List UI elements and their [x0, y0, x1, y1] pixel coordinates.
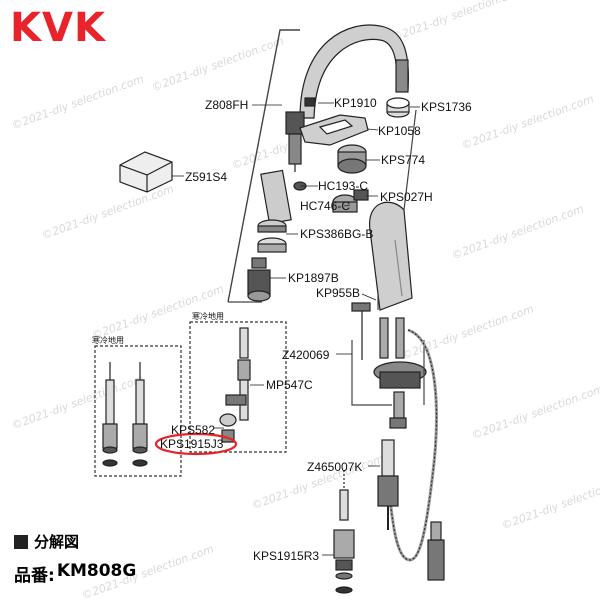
highlight-ellipse — [154, 432, 238, 456]
label-kp1058: KP1058 — [378, 124, 421, 138]
label-kps582: KPS582 — [171, 423, 216, 437]
kp1897b-part — [247, 257, 271, 302]
hc193c-part — [260, 169, 307, 225]
label-kps1915r3: KPS1915R3 — [253, 549, 320, 563]
label-kp1897b: KP1897B — [288, 271, 339, 285]
hc746c-part — [332, 194, 358, 213]
label-kp955b: KP955B — [316, 286, 361, 300]
label-hc193c: HC193-C — [318, 179, 369, 193]
label-mp547c: MP547C — [266, 378, 313, 392]
kps774-part — [337, 144, 367, 174]
kp1910-part — [304, 97, 316, 107]
label-z465007k: Z465007K — [307, 460, 363, 474]
label-kps1915j3: KPS1915J3 — [160, 437, 224, 451]
faucet-body — [227, 29, 417, 311]
label-kps1736: KPS1736 — [421, 100, 472, 114]
label-kp1910: KP1910 — [334, 96, 377, 110]
label-z420069: Z420069 — [282, 348, 330, 362]
kps386bgb-part — [257, 219, 287, 253]
label-cold-region-left: 寒冷地用 — [92, 336, 124, 345]
label-cold-region-right: 寒冷地用 — [192, 312, 224, 321]
model-value: KM808G — [56, 561, 137, 581]
kp1058-part — [299, 114, 369, 146]
kp955b-part — [351, 295, 379, 360]
label-kps774: KPS774 — [381, 153, 426, 167]
label-kps027h: KPS027H — [380, 190, 433, 204]
kvk-logo: KVK — [10, 5, 106, 51]
z591s4-part — [119, 151, 173, 193]
spout-z808fh — [285, 24, 409, 172]
kps1736-part — [386, 97, 410, 118]
model-number: 品番: KM808G — [14, 561, 136, 586]
label-z591s4: Z591S4 — [185, 170, 228, 184]
kps027h-part — [353, 189, 369, 201]
label-hc746c: HC746-C — [300, 199, 351, 213]
label-z808fh: Z808FH — [205, 98, 249, 112]
legend: 分解図 — [14, 531, 79, 552]
kps1915r3-part — [333, 470, 355, 594]
cold-region-right-box — [189, 321, 287, 453]
label-kps386bgb: KPS386BG-B — [300, 227, 374, 241]
pullout-hose — [386, 328, 445, 581]
model-prefix: 品番: — [14, 566, 55, 586]
legend-label: 分解図 — [34, 533, 80, 551]
z465007k-part — [377, 439, 399, 530]
z420069-part — [351, 317, 427, 429]
cold-region-left-box — [94, 345, 182, 477]
legend-square-icon — [14, 534, 28, 549]
leader-lines — [172, 102, 420, 556]
